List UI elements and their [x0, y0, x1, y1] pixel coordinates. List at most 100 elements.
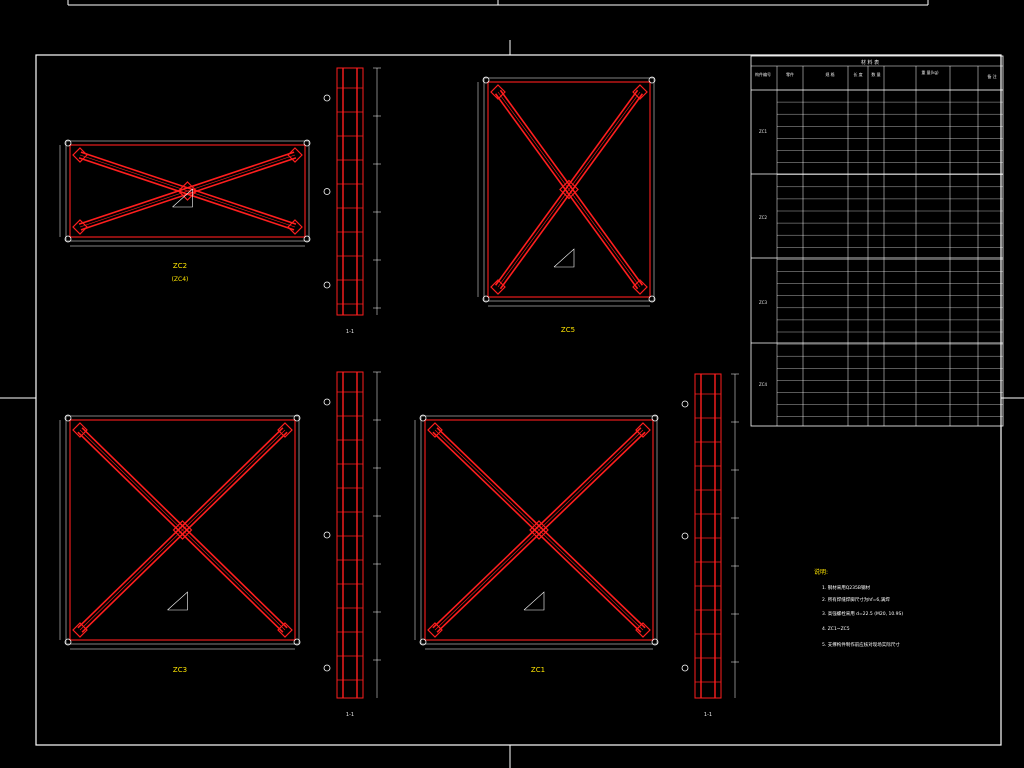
zc5-column-line [483, 77, 655, 302]
section-views [323, 67, 739, 699]
zc1-corner-plate-4 [635, 622, 651, 638]
note-item-1: 1. 钢材采用Q235B钢材 [822, 584, 870, 591]
zc5-corner-plate-1 [490, 84, 506, 100]
zc5-corner-plate-2 [632, 84, 648, 100]
zc5-member-2-web [497, 91, 641, 288]
zc3-member-2-web [79, 429, 286, 631]
zc2-bubble-1 [64, 139, 72, 147]
zc5-centre-plate [559, 179, 579, 200]
section-3-bubble-top [681, 400, 689, 408]
section-label-bottom: 1-1 [346, 712, 354, 718]
zc5-member-2-flange-a [494, 89, 639, 286]
zc5-bubble-3 [482, 295, 490, 303]
zc3-column-line [65, 415, 300, 645]
zc1-corner-plate-3 [427, 622, 443, 638]
section-1-bubble-mid [323, 188, 331, 195]
table-header-weight: 重 量(kg) [921, 69, 939, 75]
zc3-bubble-3 [64, 638, 72, 646]
note-item-2: 2. 所有焊缝焊脚尺寸为hf=6,满焊 [822, 596, 890, 603]
zc1-member-2-flange-a [432, 427, 642, 629]
table-group-2: ZC2 [759, 215, 768, 220]
zc2-bubble-2 [303, 139, 311, 147]
zc1-bubble-1 [419, 414, 427, 422]
table-header-length: 长 度 [853, 71, 862, 77]
note-item-5: 5. 支撑构件制作前应核对现场实际尺寸 [822, 641, 900, 648]
zc1-bubble-4 [651, 638, 659, 646]
section-2-bubble-bottom [323, 664, 331, 672]
zc3-bubble-1 [64, 414, 72, 422]
zc2-slope-triangle [172, 188, 193, 208]
zc2-corner-plate-1 [72, 147, 88, 163]
zc3-centre-plate [172, 520, 193, 540]
panel-label-zc3: ZC3 [173, 666, 187, 674]
zc3-corner-plate-1 [72, 422, 88, 438]
notes-title: 说明: [814, 568, 828, 576]
drawing-border-inner [35, 54, 1002, 746]
material-table [750, 55, 1004, 427]
zc2-corner-plate-2 [287, 147, 303, 163]
drawing-border-outer [35, 54, 1002, 746]
section-3-bubble-mid [681, 532, 689, 540]
section-1-bubble-top [323, 94, 331, 102]
zc5-corner-plate-3 [490, 279, 506, 295]
table-header-spec: 规 格 [825, 71, 834, 77]
zc2-bubble-3 [64, 235, 72, 243]
zc5-member-1-flange-a [494, 93, 639, 290]
zc3-corner-plate-3 [72, 622, 88, 638]
zc1-outline [424, 419, 654, 641]
table-header-remark: 备 注 [987, 73, 996, 79]
section-1-bubble-bottom [323, 281, 331, 289]
zc2-corner-plate-3 [72, 219, 88, 235]
zc1-slope-triangle [523, 591, 545, 611]
zc1-corner-plate-2 [635, 422, 651, 438]
zc5-slope-triangle [553, 248, 575, 268]
zc1-centre-plate [529, 520, 549, 540]
section-2-bubble-top [323, 398, 331, 406]
zc3-slope-triangle [167, 591, 188, 611]
note-item-3: 3. 高强螺栓采用 d=22.5 (M20, 10.9S) [822, 610, 903, 617]
section-3-column [694, 373, 722, 699]
zc5-bubble-4 [648, 295, 656, 303]
zc1-member-2-flange-b [436, 431, 646, 633]
zc2-member-2-flange-b [80, 157, 297, 231]
bracing-panels [59, 76, 659, 650]
section-3-bubble-bottom [681, 664, 689, 672]
zc1-member-2-web [434, 429, 644, 631]
zc1-corner-plate-1 [427, 422, 443, 438]
zc3-member-2-flange-a [77, 427, 284, 629]
table-header-part: 零件 [786, 71, 794, 77]
table-group-4: ZC4 [759, 382, 768, 387]
zc5-member-1-flange-b [499, 89, 644, 286]
note-item-4: 4. ZC1~ZC5 [822, 626, 850, 632]
zc3-corner-plate-4 [277, 622, 293, 638]
table-outline [750, 55, 1004, 427]
zc2-member-2-web [79, 154, 296, 228]
zc2-outline [69, 144, 306, 238]
panel-sublabel-zc4: (ZC4) [172, 276, 189, 283]
zc3-bubble-4 [293, 638, 301, 646]
section-2-column [336, 371, 364, 699]
panel-label-zc5: ZC5 [561, 326, 575, 334]
zc5-bubble-1 [482, 76, 490, 84]
section-label-top: 1-1 [346, 329, 354, 335]
table-header-qty: 数 量 [871, 71, 880, 77]
zc3-corner-plate-2 [277, 422, 293, 438]
zc1-bubble-3 [419, 638, 427, 646]
zc3-member-2-flange-b [81, 431, 288, 633]
table-title: 材 料 表 [861, 59, 879, 66]
zc1-bubble-2 [651, 414, 659, 422]
section-1-column [336, 67, 364, 316]
section-2-bubble-mid [323, 531, 331, 539]
zc2-member-2-flange-a [78, 151, 295, 225]
panel-label-zc1: ZC1 [531, 666, 545, 674]
table-group-3: ZC3 [759, 300, 768, 305]
zc2-bubble-4 [303, 235, 311, 243]
zc2-centre-plate [177, 181, 198, 201]
table-group-1: ZC1 [759, 129, 768, 134]
zc3-bubble-2 [293, 414, 301, 422]
zc3-outline [69, 419, 296, 641]
zc2-column-line [65, 140, 310, 242]
zc5-bubble-2 [648, 76, 656, 84]
